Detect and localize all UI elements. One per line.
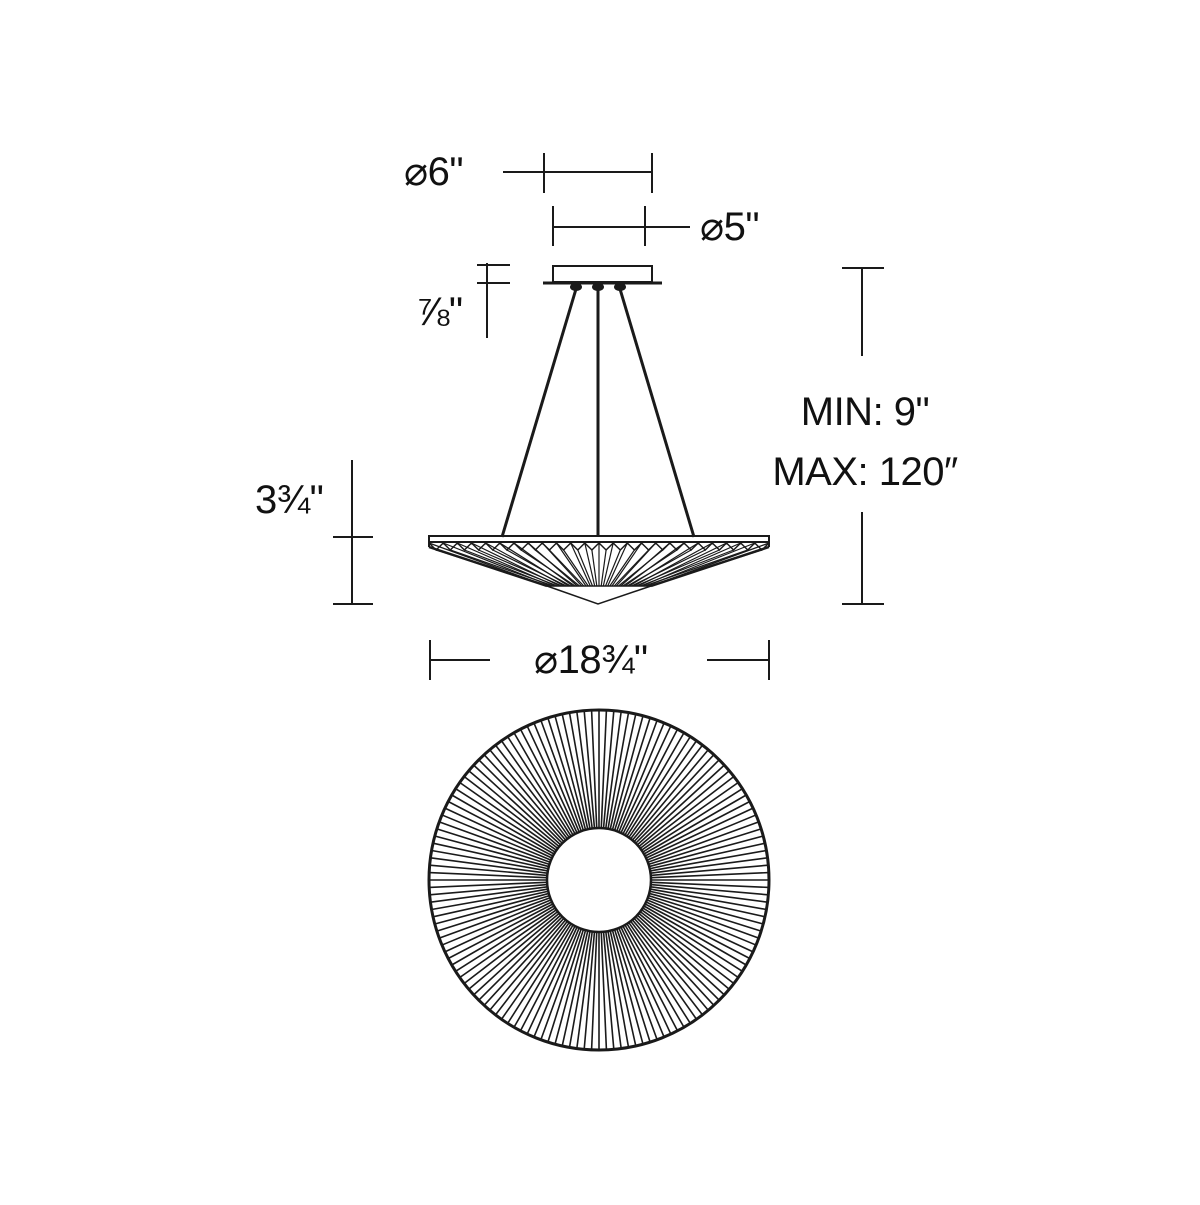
overall-height-min-label: MIN: 9": [800, 390, 930, 434]
canopy-outer-diameter-label: ⌀6": [404, 150, 464, 194]
shade-height-dimension: [333, 460, 373, 604]
shade-diameter-label: ⌀18¾": [534, 638, 648, 682]
canopy: [543, 266, 662, 291]
overall-height-dimension: [842, 268, 884, 604]
canopy-inner-diameter-label: ⌀5": [700, 205, 760, 249]
suspension-cables: [502, 289, 694, 537]
canopy-height-dimension: [477, 263, 510, 338]
overall-height-max-label: MAX: 120″: [772, 450, 958, 494]
shade-side-view: [429, 536, 769, 604]
canopy-inner-diameter-dimension: [553, 206, 690, 246]
canopy-outer-diameter-dimension: [503, 153, 652, 193]
shade-height-label: 3¾": [255, 478, 324, 522]
canopy-height-label: ⅞": [416, 290, 463, 334]
shade-diameter-dimension: [430, 640, 769, 680]
shade-top-view: [429, 710, 769, 1050]
